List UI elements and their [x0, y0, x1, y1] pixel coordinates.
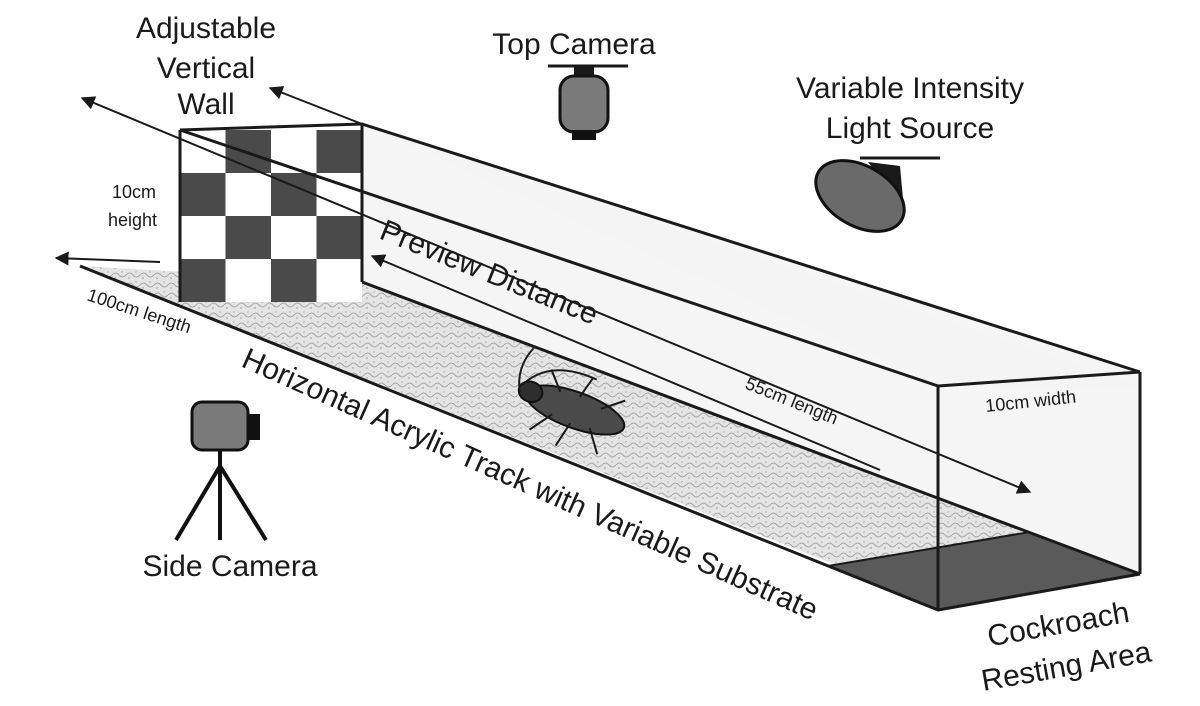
resting-area — [828, 532, 1140, 610]
preview-distance-arrow — [370, 254, 881, 471]
side-camera-label: Side Camera — [142, 550, 317, 583]
checker-square — [316, 216, 362, 259]
resting-area-edge — [827, 531, 1031, 567]
wall-title-line-1: Adjustable — [136, 12, 276, 45]
light-source-label-1: Variable Intensity — [796, 72, 1024, 105]
side-camera-icon — [174, 400, 268, 542]
wall-title-line-3: Wall — [177, 88, 234, 121]
checker-square — [271, 259, 317, 302]
checker-square — [316, 130, 362, 173]
checker-square — [180, 216, 226, 259]
checker-square — [180, 173, 226, 216]
light-source-label-2: Light Source — [826, 112, 994, 145]
track-length-arrow — [54, 251, 161, 266]
checker-square — [316, 259, 362, 302]
top-edge-arrow — [268, 86, 363, 125]
preview-length-arrow — [80, 96, 1032, 494]
top-camera-icon — [548, 64, 628, 140]
wall-height-label-2: height — [108, 210, 157, 230]
wall-height-label: 10cm — [112, 182, 156, 202]
wall-title-line-2: Vertical — [157, 52, 255, 85]
checker-square — [225, 173, 271, 216]
checkerboard-wall — [180, 130, 362, 302]
checker-square — [225, 259, 271, 302]
cockroach-icon — [517, 347, 626, 455]
checker-square — [271, 130, 317, 173]
checker-square — [271, 216, 317, 259]
checker-square — [225, 216, 271, 259]
light-source-icon — [814, 156, 940, 233]
top-camera-label: Top Camera — [492, 28, 656, 61]
checker-square — [180, 259, 226, 302]
